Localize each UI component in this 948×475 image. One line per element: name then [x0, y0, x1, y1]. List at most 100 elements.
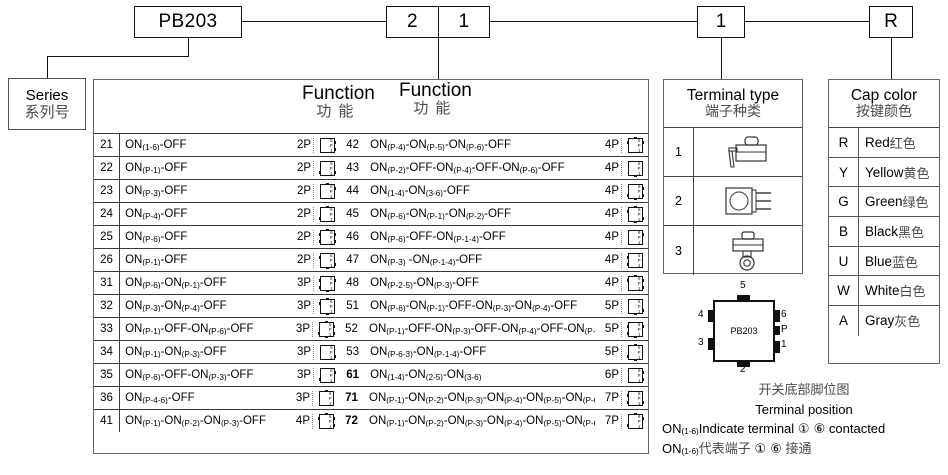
code-function-digit-a: 2: [406, 11, 418, 32]
code-box-terminal[interactable]: 1: [697, 6, 745, 38]
note-on-cn: ON: [662, 440, 682, 456]
code-box-cap-color[interactable]: R: [869, 6, 913, 38]
function-poles: 2P: [297, 162, 312, 174]
terminal-solder-lug-icon: [694, 128, 802, 176]
connector-1-to-r: [745, 21, 869, 23]
connector-21-to-1: [490, 21, 697, 23]
function-poles: 3P: [297, 346, 312, 358]
function-code: 72: [345, 415, 358, 427]
connector-function-down: [438, 38, 440, 79]
code-box-function[interactable]: 2 1: [386, 6, 490, 38]
pad-right-upper: [774, 310, 780, 322]
terminal-row[interactable]: 2: [664, 177, 802, 226]
function-code: 42: [346, 139, 359, 151]
cap-panel-header: Cap color 按键颜色: [829, 80, 939, 128]
function-poles: 3P: [297, 369, 312, 381]
terminal-code: 2: [664, 177, 694, 225]
series-label-en: Series: [25, 86, 69, 104]
code-box-series[interactable]: PB203: [134, 6, 242, 38]
function-code: 26: [100, 254, 113, 266]
function-description: ON(P-6)-ON(P-1)-OFF: [125, 277, 227, 289]
pin-diagram-label: PB203: [730, 326, 758, 336]
function-code: 36: [100, 392, 113, 404]
terminal-row[interactable]: 1: [664, 128, 802, 177]
function-code: 53: [346, 346, 359, 358]
code-series-text: PB203: [158, 11, 218, 32]
cap-color-name-cn: 黑色: [898, 225, 925, 241]
function-code: 33: [100, 323, 113, 335]
function-code: 71: [345, 392, 358, 404]
cell-divider: [119, 272, 121, 294]
terminal-title-cn: 端子种类: [705, 104, 761, 121]
function-code: 32: [100, 300, 113, 312]
cell-divider: [119, 249, 121, 271]
note-on-en: ON: [662, 420, 682, 436]
cap-color-name-cn: 白色: [899, 285, 926, 301]
terminal-row[interactable]: 3: [664, 226, 802, 275]
cap-color-name-cn: 红色: [889, 136, 916, 152]
function-code: 41: [100, 415, 113, 427]
